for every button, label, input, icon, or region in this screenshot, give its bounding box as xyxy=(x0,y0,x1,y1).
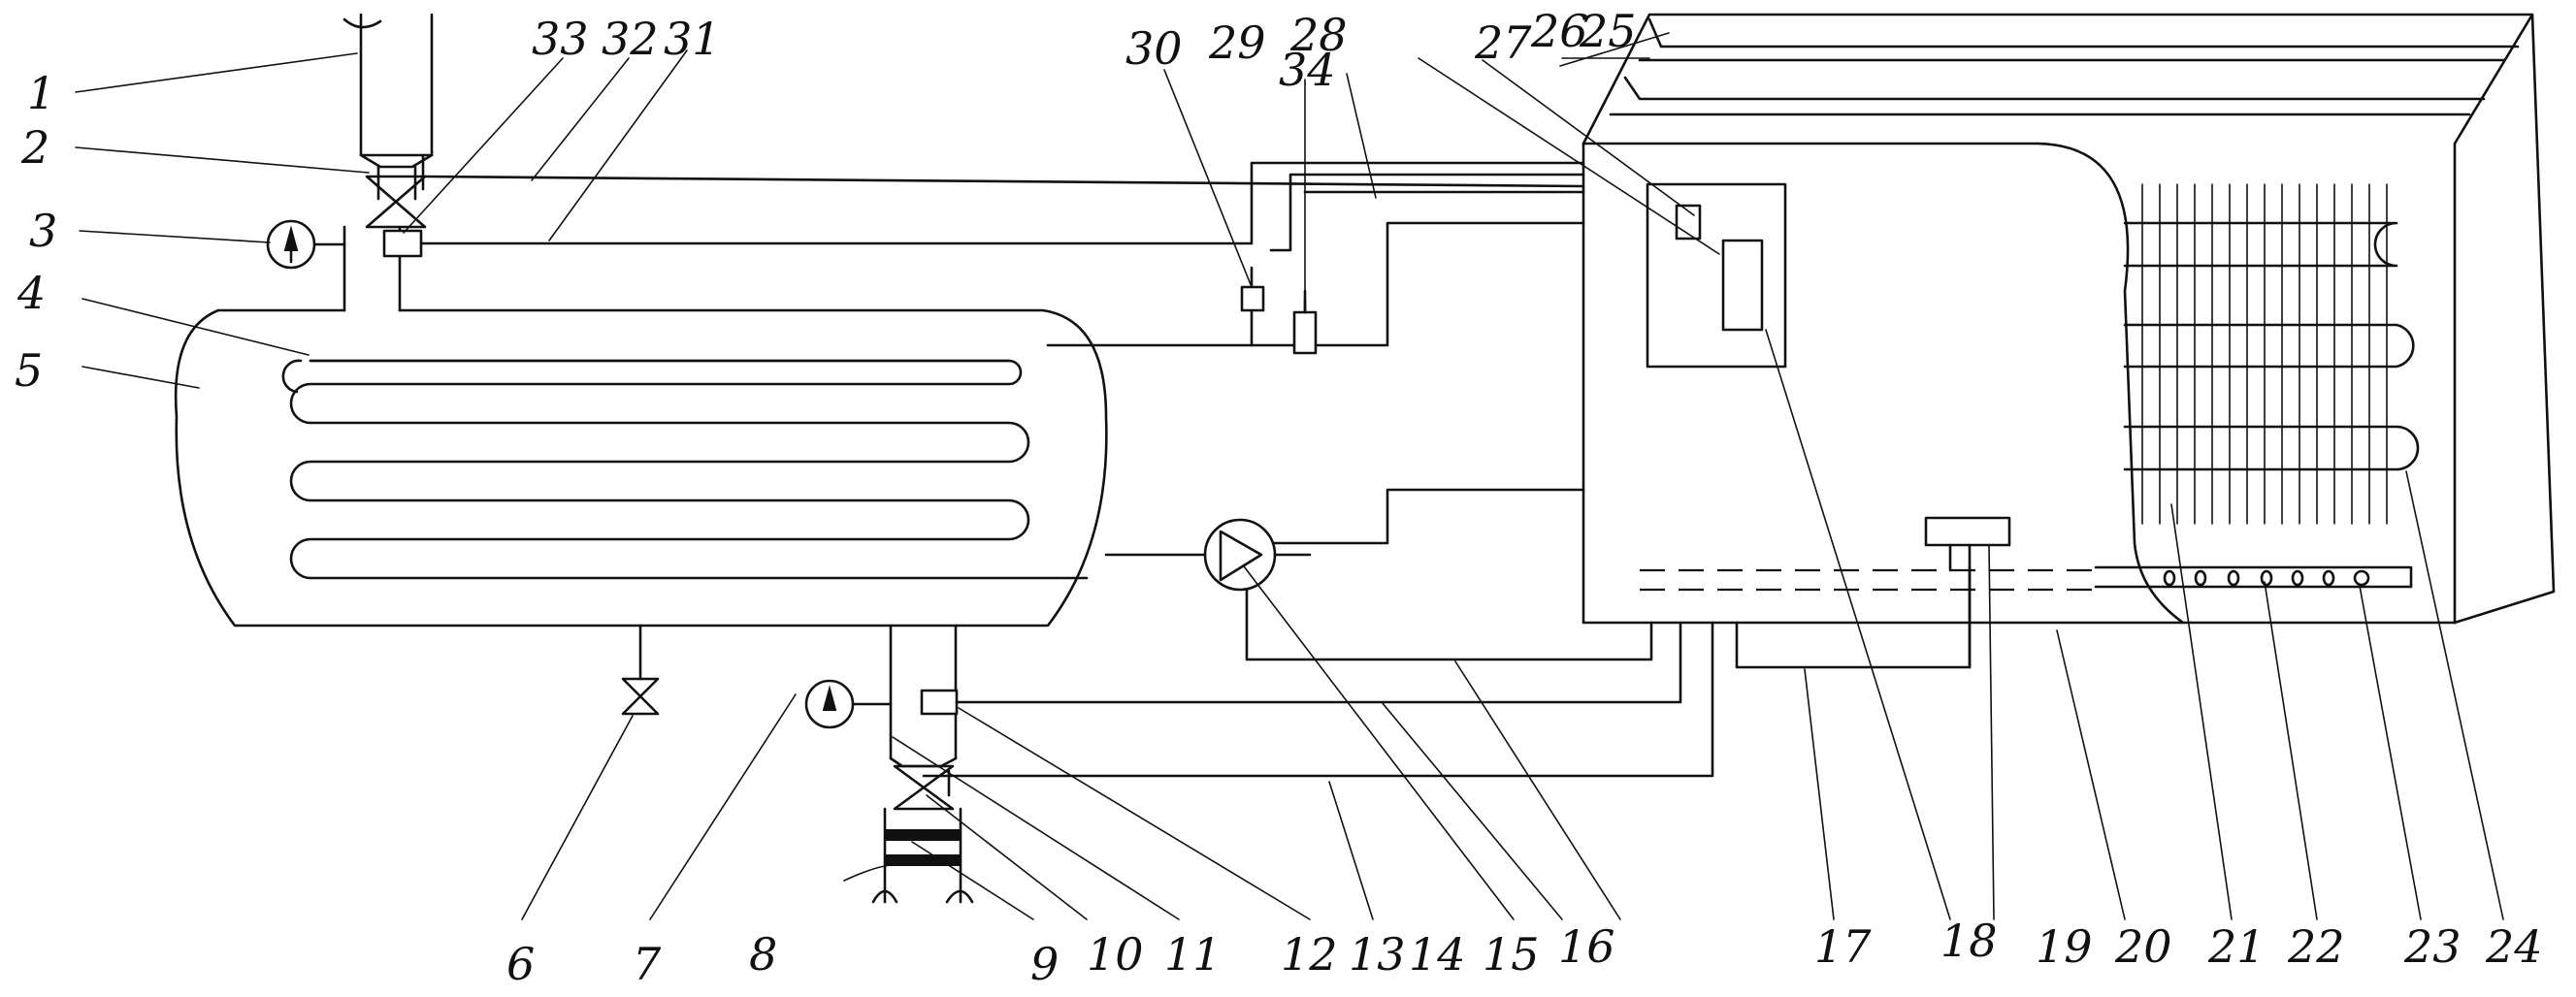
main-tank xyxy=(174,308,1108,627)
label-32: 32 xyxy=(602,13,659,65)
leader-lines xyxy=(75,32,2504,920)
label-30: 30 xyxy=(1125,22,1183,75)
sensor-30 xyxy=(1240,266,1265,312)
label-3: 3 xyxy=(29,205,57,257)
label-33: 33 xyxy=(532,13,589,65)
label-11: 11 xyxy=(1164,928,1222,981)
label-31: 31 xyxy=(664,13,721,65)
label-19: 19 xyxy=(2036,920,2093,973)
drain-valve xyxy=(621,624,660,716)
label-4: 4 xyxy=(16,267,46,319)
pressure-gauge-lower xyxy=(804,679,893,729)
tank-heat-coil xyxy=(281,359,1089,580)
label-6: 6 xyxy=(506,938,535,990)
label-15: 15 xyxy=(1483,928,1540,981)
control-panel xyxy=(1646,182,1787,369)
circulation-pump xyxy=(1104,518,1312,592)
label-21: 21 xyxy=(2207,920,2266,973)
label-2: 2 xyxy=(20,121,49,174)
number-labels: 1 2 3 4 5 6 7 8 9 10 11 12 13 14 15 16 1… xyxy=(15,5,2543,990)
label-8: 8 xyxy=(749,928,777,981)
label-22: 22 xyxy=(2287,920,2345,973)
label-24: 24 xyxy=(2485,920,2543,973)
sensor-12 xyxy=(920,689,959,716)
upper-valve xyxy=(365,153,427,229)
label-20: 20 xyxy=(2114,920,2172,973)
spray-nozzles xyxy=(2163,569,2370,587)
label-7: 7 xyxy=(633,938,662,990)
lower-outlet-pipe xyxy=(871,624,974,904)
label-34: 34 xyxy=(1279,44,1336,96)
label-27: 27 xyxy=(1474,16,1532,69)
label-10: 10 xyxy=(1087,928,1144,981)
label-25: 25 xyxy=(1579,5,1637,57)
heat-exchanger-fins xyxy=(2123,183,2420,525)
label-18: 18 xyxy=(1940,915,1998,967)
label-14: 14 xyxy=(1409,928,1466,981)
dashed-spray-line xyxy=(1640,565,2413,592)
label-17: 17 xyxy=(1814,920,1872,973)
label-1: 1 xyxy=(27,67,55,119)
label-26: 26 xyxy=(1530,5,1588,57)
label-16: 16 xyxy=(1558,920,1615,973)
top-inlet-pipe xyxy=(342,13,434,201)
cabinet-box xyxy=(1581,13,2556,625)
label-12: 12 xyxy=(1281,928,1338,981)
label-29: 29 xyxy=(1208,16,1266,69)
pressure-gauge-upper xyxy=(266,219,346,270)
label-9: 9 xyxy=(1030,938,1059,990)
label-13: 13 xyxy=(1349,928,1406,981)
label-28: 28 xyxy=(1289,9,1348,61)
label-23: 23 xyxy=(2403,920,2462,973)
component-19 xyxy=(1924,516,2011,669)
sensor-33 xyxy=(382,229,423,258)
label-5: 5 xyxy=(15,344,43,397)
